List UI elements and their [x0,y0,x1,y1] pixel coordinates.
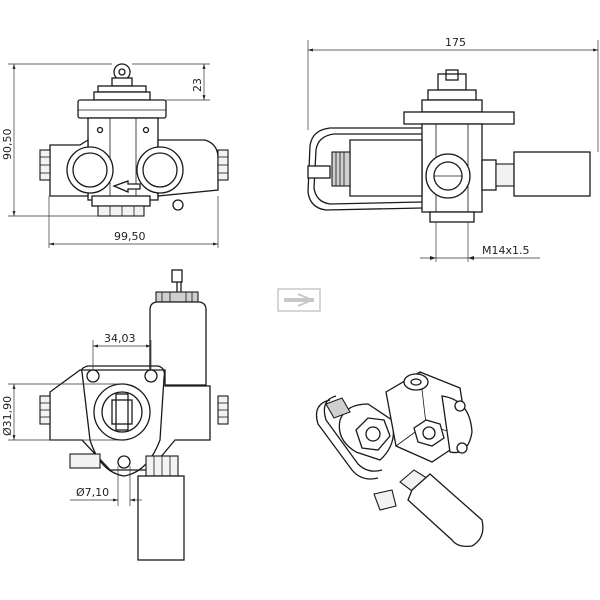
dim-90-50: 90,50 [1,129,14,161]
side-view: 175 M14x1.5 [307,36,599,262]
dim-34-03: 34,03 [104,332,136,345]
dim-99-50: 99,50 [114,230,146,243]
dim-dia-31-90: Ø31,90 [1,396,14,436]
dim-m14x1-5: M14x1.5 [482,244,530,257]
logo-watermark [277,288,321,312]
dim-175: 175 [445,36,466,49]
dim-23: 23 [191,78,204,92]
rear-view: 34,03 Ø31,90 Ø7,10 [1,269,229,561]
isometric-view [315,371,484,548]
front-view: 23 90,50 99,50 [1,63,229,248]
dim-dia-7-10: Ø7,10 [76,486,109,499]
